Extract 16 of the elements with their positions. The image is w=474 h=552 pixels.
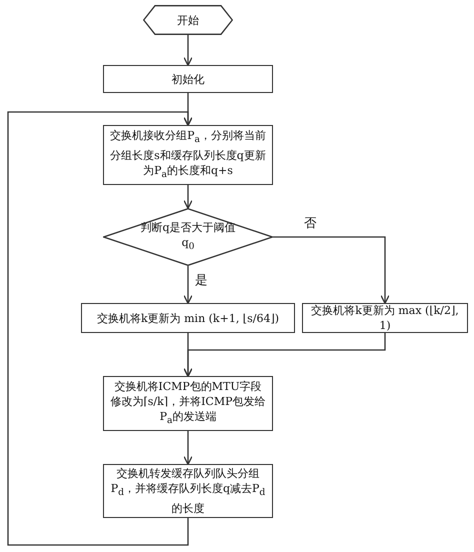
arrow — [183, 333, 386, 378]
arrow — [183, 431, 193, 466]
process-box: 交换机接收分组P$_{a}$，分别将当前分组长度s和缓存队列长度q更新为P$_{a}$的长度和q+s — [103, 125, 273, 185]
arrow — [183, 185, 193, 210]
process-box: 交换机将ICMP包的MTU字段修改为⌈s/k⌉，并将ICMP包发给P$_{a}$的发送端 — [103, 376, 273, 431]
process-box: 初始化 — [103, 65, 273, 93]
arrow — [183, 266, 193, 304]
decision-diamond: 判断q是否大于阈值q$_{0}$ — [103, 208, 273, 266]
arrow — [7, 111, 193, 546]
edge-label: 是 — [194, 272, 209, 289]
process-box: 交换机将k更新为 min (k+1, ⌊s/64⌋) — [81, 303, 295, 333]
start-terminal: 开始 — [143, 5, 233, 35]
arrow — [273, 236, 390, 304]
process-box: 交换机转发缓存队列队头分组P$_{d}$，并将缓存队列长度q减去P$_{d}$的长度 — [103, 464, 273, 518]
arrow — [183, 35, 193, 66]
process-box: 交换机将k更新为 max (⌊k/2⌋, 1) — [302, 303, 468, 333]
